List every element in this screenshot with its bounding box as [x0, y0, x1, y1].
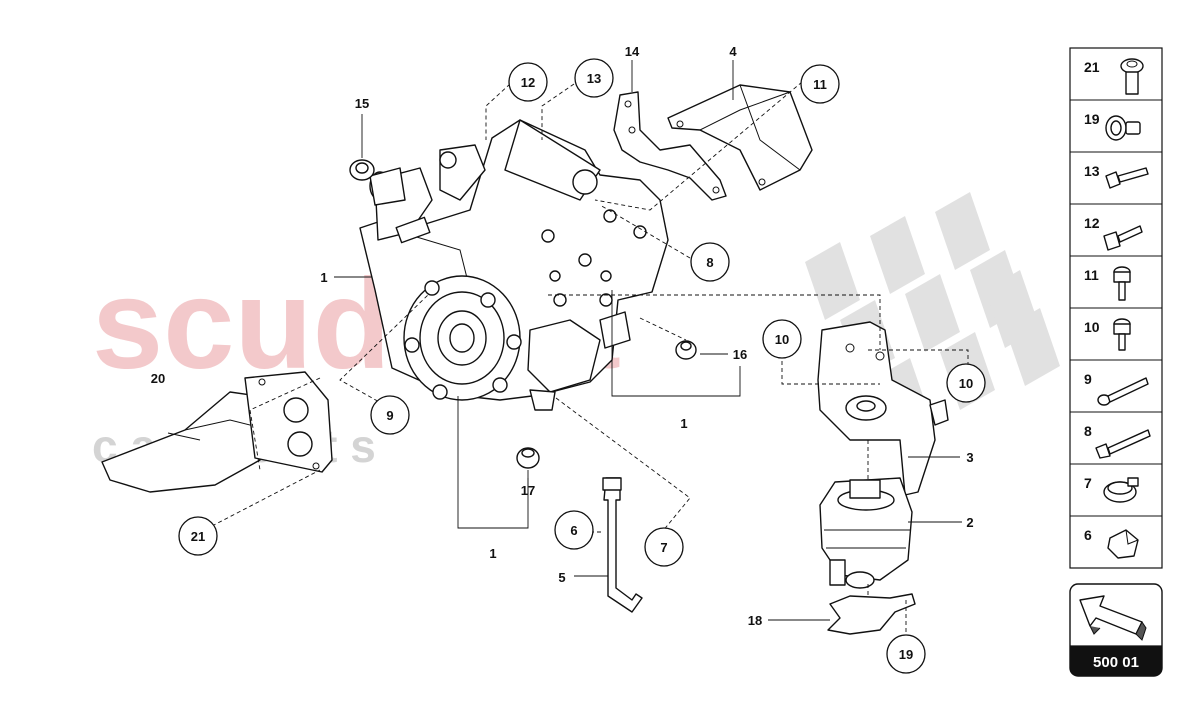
- callouts: 12 13 14 4 11 15 8 1 10 16 10 20 9 1 3 1…: [151, 44, 986, 674]
- bushing-16: [675, 340, 697, 360]
- legend-item-10[interactable]: 10: [1084, 318, 1131, 351]
- svg-text:19: 19: [899, 647, 913, 662]
- callout-13[interactable]: 13: [574, 58, 614, 98]
- svg-text:16: 16: [733, 347, 747, 362]
- callout-6[interactable]: 6: [554, 510, 594, 550]
- callout-21[interactable]: 21: [178, 516, 218, 556]
- svg-text:2: 2: [966, 515, 973, 530]
- page-ref-label: 500 01: [1093, 654, 1139, 671]
- arrow-icon: [1079, 595, 1147, 641]
- plate-18: [827, 593, 916, 635]
- housing-bolts: [404, 209, 647, 400]
- svg-text:1: 1: [680, 416, 687, 431]
- socket-bolt-short-icon: [1113, 318, 1131, 351]
- svg-text:21: 21: [191, 529, 205, 544]
- callout-9[interactable]: 9: [370, 395, 410, 435]
- svg-text:15: 15: [355, 96, 369, 111]
- hex-bolt-icon: [1103, 225, 1143, 251]
- svg-text:7: 7: [660, 540, 667, 555]
- mount-bracket-3: [817, 321, 949, 496]
- callout-4[interactable]: 4: [729, 44, 737, 59]
- legend-item-21[interactable]: 21: [1084, 58, 1144, 95]
- svg-text:19: 19: [1084, 111, 1100, 127]
- legend-item-11[interactable]: 11: [1084, 266, 1131, 301]
- svg-text:7: 7: [1084, 475, 1092, 491]
- callout-1-housing[interactable]: 1: [320, 270, 327, 285]
- svg-text:8: 8: [706, 255, 713, 270]
- legend-item-13[interactable]: 13: [1084, 163, 1149, 189]
- legend-item-12[interactable]: 12: [1084, 215, 1143, 251]
- legend-item-6[interactable]: 6: [1084, 527, 1139, 559]
- svg-text:11: 11: [813, 77, 827, 92]
- svg-text:20: 20: [151, 371, 165, 386]
- callout-1-lower[interactable]: 1: [489, 546, 496, 561]
- svg-text:8: 8: [1084, 423, 1092, 439]
- callout-1-right[interactable]: 1: [680, 416, 687, 431]
- hardware-legend: 21 19 13 12: [1069, 47, 1163, 569]
- callout-8[interactable]: 8: [690, 242, 730, 282]
- callout-10-lower[interactable]: 10: [946, 363, 986, 403]
- svg-text:18: 18: [748, 613, 762, 628]
- svg-text:3: 3: [966, 450, 973, 465]
- plug-15: [349, 159, 375, 181]
- legend-item-9[interactable]: 9: [1084, 371, 1149, 406]
- clip-icon: [1107, 529, 1139, 559]
- callout-14[interactable]: 14: [625, 44, 640, 59]
- callout-19[interactable]: 19: [886, 634, 926, 674]
- svg-text:1: 1: [489, 546, 496, 561]
- svg-text:13: 13: [1084, 163, 1100, 179]
- svg-text:1: 1: [320, 270, 327, 285]
- svg-text:12: 12: [1084, 215, 1100, 231]
- heat-shield-20: [101, 371, 333, 493]
- bolt-flange-icon: [1120, 58, 1144, 95]
- leader-lines: [167, 60, 969, 632]
- legend-item-8[interactable]: 8: [1084, 423, 1151, 459]
- legend-item-19[interactable]: 19: [1084, 111, 1141, 141]
- svg-text:21: 21: [1084, 59, 1100, 75]
- plug-17: [516, 447, 540, 469]
- callout-20[interactable]: 20: [151, 371, 165, 386]
- callout-17[interactable]: 17: [521, 483, 535, 498]
- hex-bolt-long-icon: [1105, 167, 1149, 189]
- svg-text:10: 10: [1084, 319, 1100, 335]
- svg-text:14: 14: [625, 44, 640, 59]
- callout-3[interactable]: 3: [966, 450, 973, 465]
- callout-15[interactable]: 15: [355, 96, 369, 111]
- socket-bolt-icon: [1113, 266, 1131, 301]
- callout-18[interactable]: 18: [748, 613, 762, 628]
- svg-text:10: 10: [959, 376, 973, 391]
- svg-text:5: 5: [558, 570, 565, 585]
- svg-text:17: 17: [521, 483, 535, 498]
- svg-text:4: 4: [729, 44, 737, 59]
- svg-text:13: 13: [587, 71, 601, 86]
- callout-5[interactable]: 5: [558, 570, 565, 585]
- svg-text:11: 11: [1084, 267, 1099, 283]
- gearbox-housing: [359, 119, 669, 411]
- callout-16[interactable]: 16: [733, 347, 747, 362]
- engine-mount-2: [819, 477, 913, 589]
- svg-text:6: 6: [1084, 527, 1092, 543]
- callout-2[interactable]: 2: [966, 515, 973, 530]
- svg-text:6: 6: [570, 523, 577, 538]
- hose-clamp-icon: [1103, 477, 1139, 503]
- svg-text:9: 9: [1084, 371, 1092, 387]
- svg-text:10: 10: [775, 332, 789, 347]
- long-screw-icon: [1097, 377, 1149, 406]
- heat-shield-4: [667, 84, 813, 191]
- callout-12[interactable]: 12: [508, 62, 548, 102]
- bracket-14: [613, 91, 727, 201]
- svg-text:9: 9: [386, 408, 393, 423]
- callout-11[interactable]: 11: [800, 64, 840, 104]
- hose-5: [602, 477, 643, 613]
- svg-text:12: 12: [521, 75, 535, 90]
- long-hex-bolt-icon: [1095, 429, 1151, 459]
- callout-7[interactable]: 7: [644, 527, 684, 567]
- page-reference[interactable]: 500 01: [1069, 583, 1163, 677]
- legend-item-7[interactable]: 7: [1084, 475, 1139, 503]
- bolt-washer-icon: [1105, 115, 1141, 141]
- callout-10-upper[interactable]: 10: [762, 319, 802, 359]
